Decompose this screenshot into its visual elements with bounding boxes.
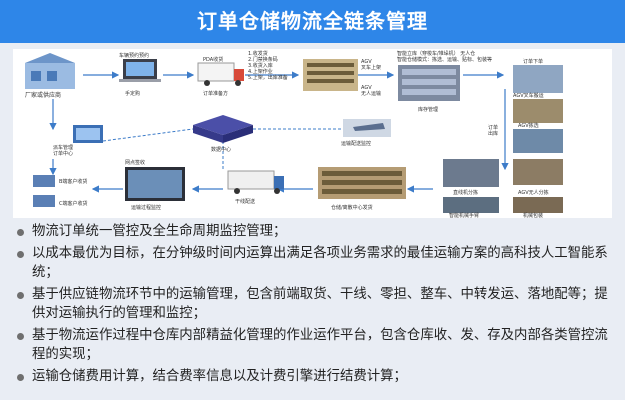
label-outbound: 订单 bbox=[488, 124, 498, 131]
label-pda: PDA收货 bbox=[203, 56, 223, 63]
data-center-icon bbox=[193, 115, 253, 143]
truck-icon bbox=[198, 63, 244, 86]
svg-text:3.收货入库: 3.收货入库 bbox=[248, 62, 273, 69]
page-title: 订单仓储物流全链条管理 bbox=[0, 0, 625, 43]
bullet-item: 以成本最优为目标，在分钟级时间内运算出满足各项业务需求的最佳运输方案的高科技人工… bbox=[13, 244, 613, 282]
smart-warehouse-image bbox=[398, 65, 460, 101]
logistics-flow-diagram: 厂家或供应商 车辆预约预约 手定购 PDA收货 订单准备方 1.收发货 2.门禁… bbox=[13, 49, 612, 218]
label-right-top: 订单下单 bbox=[523, 58, 543, 65]
bullet-item: 基于物流运作过程中仓库内部精益化管理的作业运作平台，包含仓库收、发、存及内部各类… bbox=[13, 326, 613, 364]
svg-text:5.上架，出库准备: 5.上架，出库准备 bbox=[248, 74, 288, 81]
label-agv-pick: AGV拣选 bbox=[518, 122, 539, 129]
bullet-dot-icon bbox=[17, 333, 24, 340]
warehouse-rack-image bbox=[303, 59, 358, 91]
label-warehouse-dispatch: 仓储/离散中心发货 bbox=[331, 204, 373, 211]
factory-icon bbox=[25, 53, 75, 89]
bullet-dot-icon bbox=[17, 374, 24, 381]
label-trunk-delivery: 干线配送 bbox=[235, 198, 255, 205]
label-order-center: 派车管理 bbox=[53, 144, 73, 151]
svg-text:订单中心: 订单中心 bbox=[53, 150, 73, 157]
bullet-dot-icon bbox=[17, 229, 24, 236]
bullet-item: 基于供应链物流环节中的运输管理，包含前端取货、干线、零担、整车、中转发运、落地配… bbox=[13, 285, 613, 323]
laptop-icon bbox=[119, 59, 161, 82]
bullet-item: 运输仓储费用计算，结合费率信息以及计费引擎进行结费计算； bbox=[13, 367, 613, 386]
label-unmanned-shelf: 智能立库（穿梭车/堆垛机） 无人仓 bbox=[397, 50, 475, 57]
label-agv-handling: AGV叉车搬运 bbox=[513, 92, 544, 99]
label-data-center: 数据中心 bbox=[211, 146, 231, 153]
order-center-icon bbox=[73, 125, 103, 143]
svg-text:2.门禁换条码: 2.门禁换条码 bbox=[248, 56, 278, 63]
trunk-truck-icon bbox=[228, 171, 284, 194]
svg-text:无人运输: 无人运输 bbox=[361, 90, 381, 97]
airplane-icon bbox=[343, 119, 391, 137]
title-bar: 订单仓储物流全链条管理 bbox=[0, 0, 625, 43]
label-network-receive: 网点签收 bbox=[125, 159, 145, 166]
label-vehicle-booking: 车辆预约预约 bbox=[119, 52, 149, 59]
bullet-item: 物流订单统一管控及全生命周期监控管理； bbox=[13, 222, 613, 241]
label-pre-delivery: 订单准备方 bbox=[203, 90, 228, 97]
label-robot-pack: 机械包装 bbox=[523, 212, 543, 218]
label-transport-track: 运输过程监控 bbox=[131, 204, 161, 211]
bullet-dot-icon bbox=[17, 251, 24, 258]
svg-text:叉车上架: 叉车上架 bbox=[361, 64, 381, 71]
label-factory: 厂家或供应商 bbox=[25, 91, 61, 99]
label-smart-robot: 智能机械手臂 bbox=[449, 212, 479, 218]
svg-text:智能仓储模式：拣选、运输、贴标、包装等: 智能仓储模式：拣选、运输、贴标、包装等 bbox=[397, 56, 492, 63]
label-customer-receipt: B端客户收货 bbox=[59, 178, 87, 185]
svg-text:出库: 出库 bbox=[488, 130, 498, 137]
dispatch-warehouse-image bbox=[318, 167, 406, 199]
svg-text:4.上架作业: 4.上架作业 bbox=[248, 68, 273, 75]
label-ordering: 手定购 bbox=[125, 90, 140, 97]
label-delivery-receipt: C端客户收货 bbox=[59, 200, 88, 207]
label-smart-sort: 直线机分拣 bbox=[453, 189, 478, 196]
diagram-svg: 厂家或供应商 车辆预约预约 手定购 PDA收货 订单准备方 1.收发货 2.门禁… bbox=[13, 49, 612, 218]
label-agv-sort: AGV无人分拣 bbox=[518, 189, 549, 196]
bullet-list: 物流订单统一管控及全生命周期监控管理； 以成本最优为目标，在分钟级时间内运算出满… bbox=[13, 222, 613, 389]
bullet-dot-icon bbox=[17, 292, 24, 299]
customer-icons bbox=[33, 175, 55, 207]
label-steps: 1.收发货 bbox=[248, 50, 268, 57]
label-transport-monitor: 运输配送监控 bbox=[341, 140, 371, 147]
monitor-screen-icon bbox=[125, 167, 185, 201]
label-warehouse-mgmt: 库存管理 bbox=[418, 106, 438, 113]
